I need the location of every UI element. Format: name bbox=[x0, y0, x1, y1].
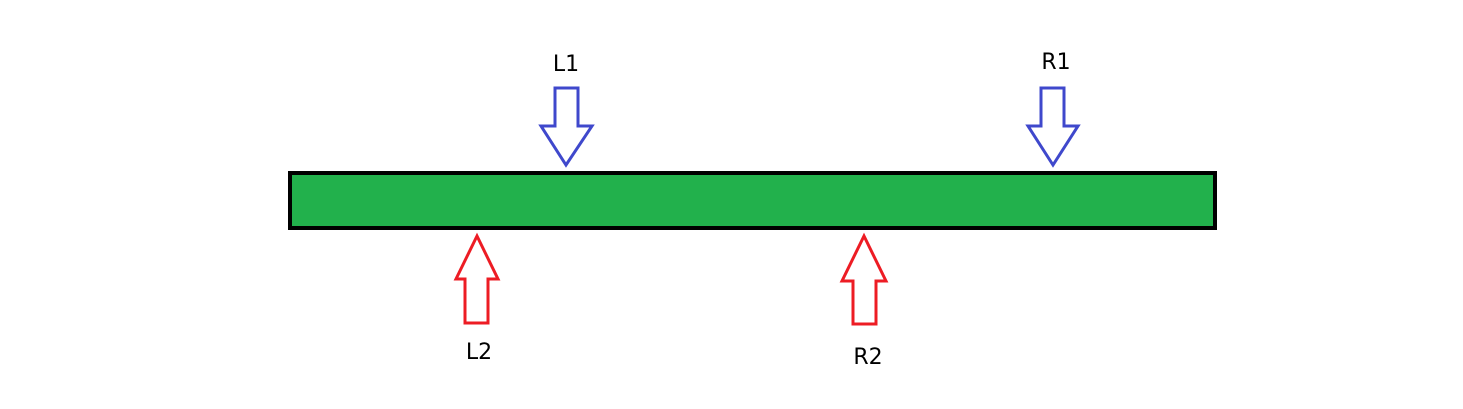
force-r1-label: R1 bbox=[1041, 50, 1070, 75]
force-r1: R1 bbox=[1025, 50, 1081, 168]
force-l1-arrow-icon bbox=[538, 86, 595, 168]
force-r1-arrow-icon bbox=[1025, 86, 1081, 168]
force-r2-label: R2 bbox=[853, 345, 882, 370]
force-l2-label: L2 bbox=[466, 340, 492, 365]
force-l2: L2 bbox=[453, 232, 501, 365]
force-r2: R2 bbox=[839, 232, 889, 370]
force-r2-arrow-icon bbox=[839, 232, 889, 326]
force-l1: L1 bbox=[538, 52, 595, 168]
force-l2-arrow-icon bbox=[453, 232, 501, 325]
beam bbox=[288, 171, 1217, 230]
force-l1-label: L1 bbox=[553, 52, 579, 77]
